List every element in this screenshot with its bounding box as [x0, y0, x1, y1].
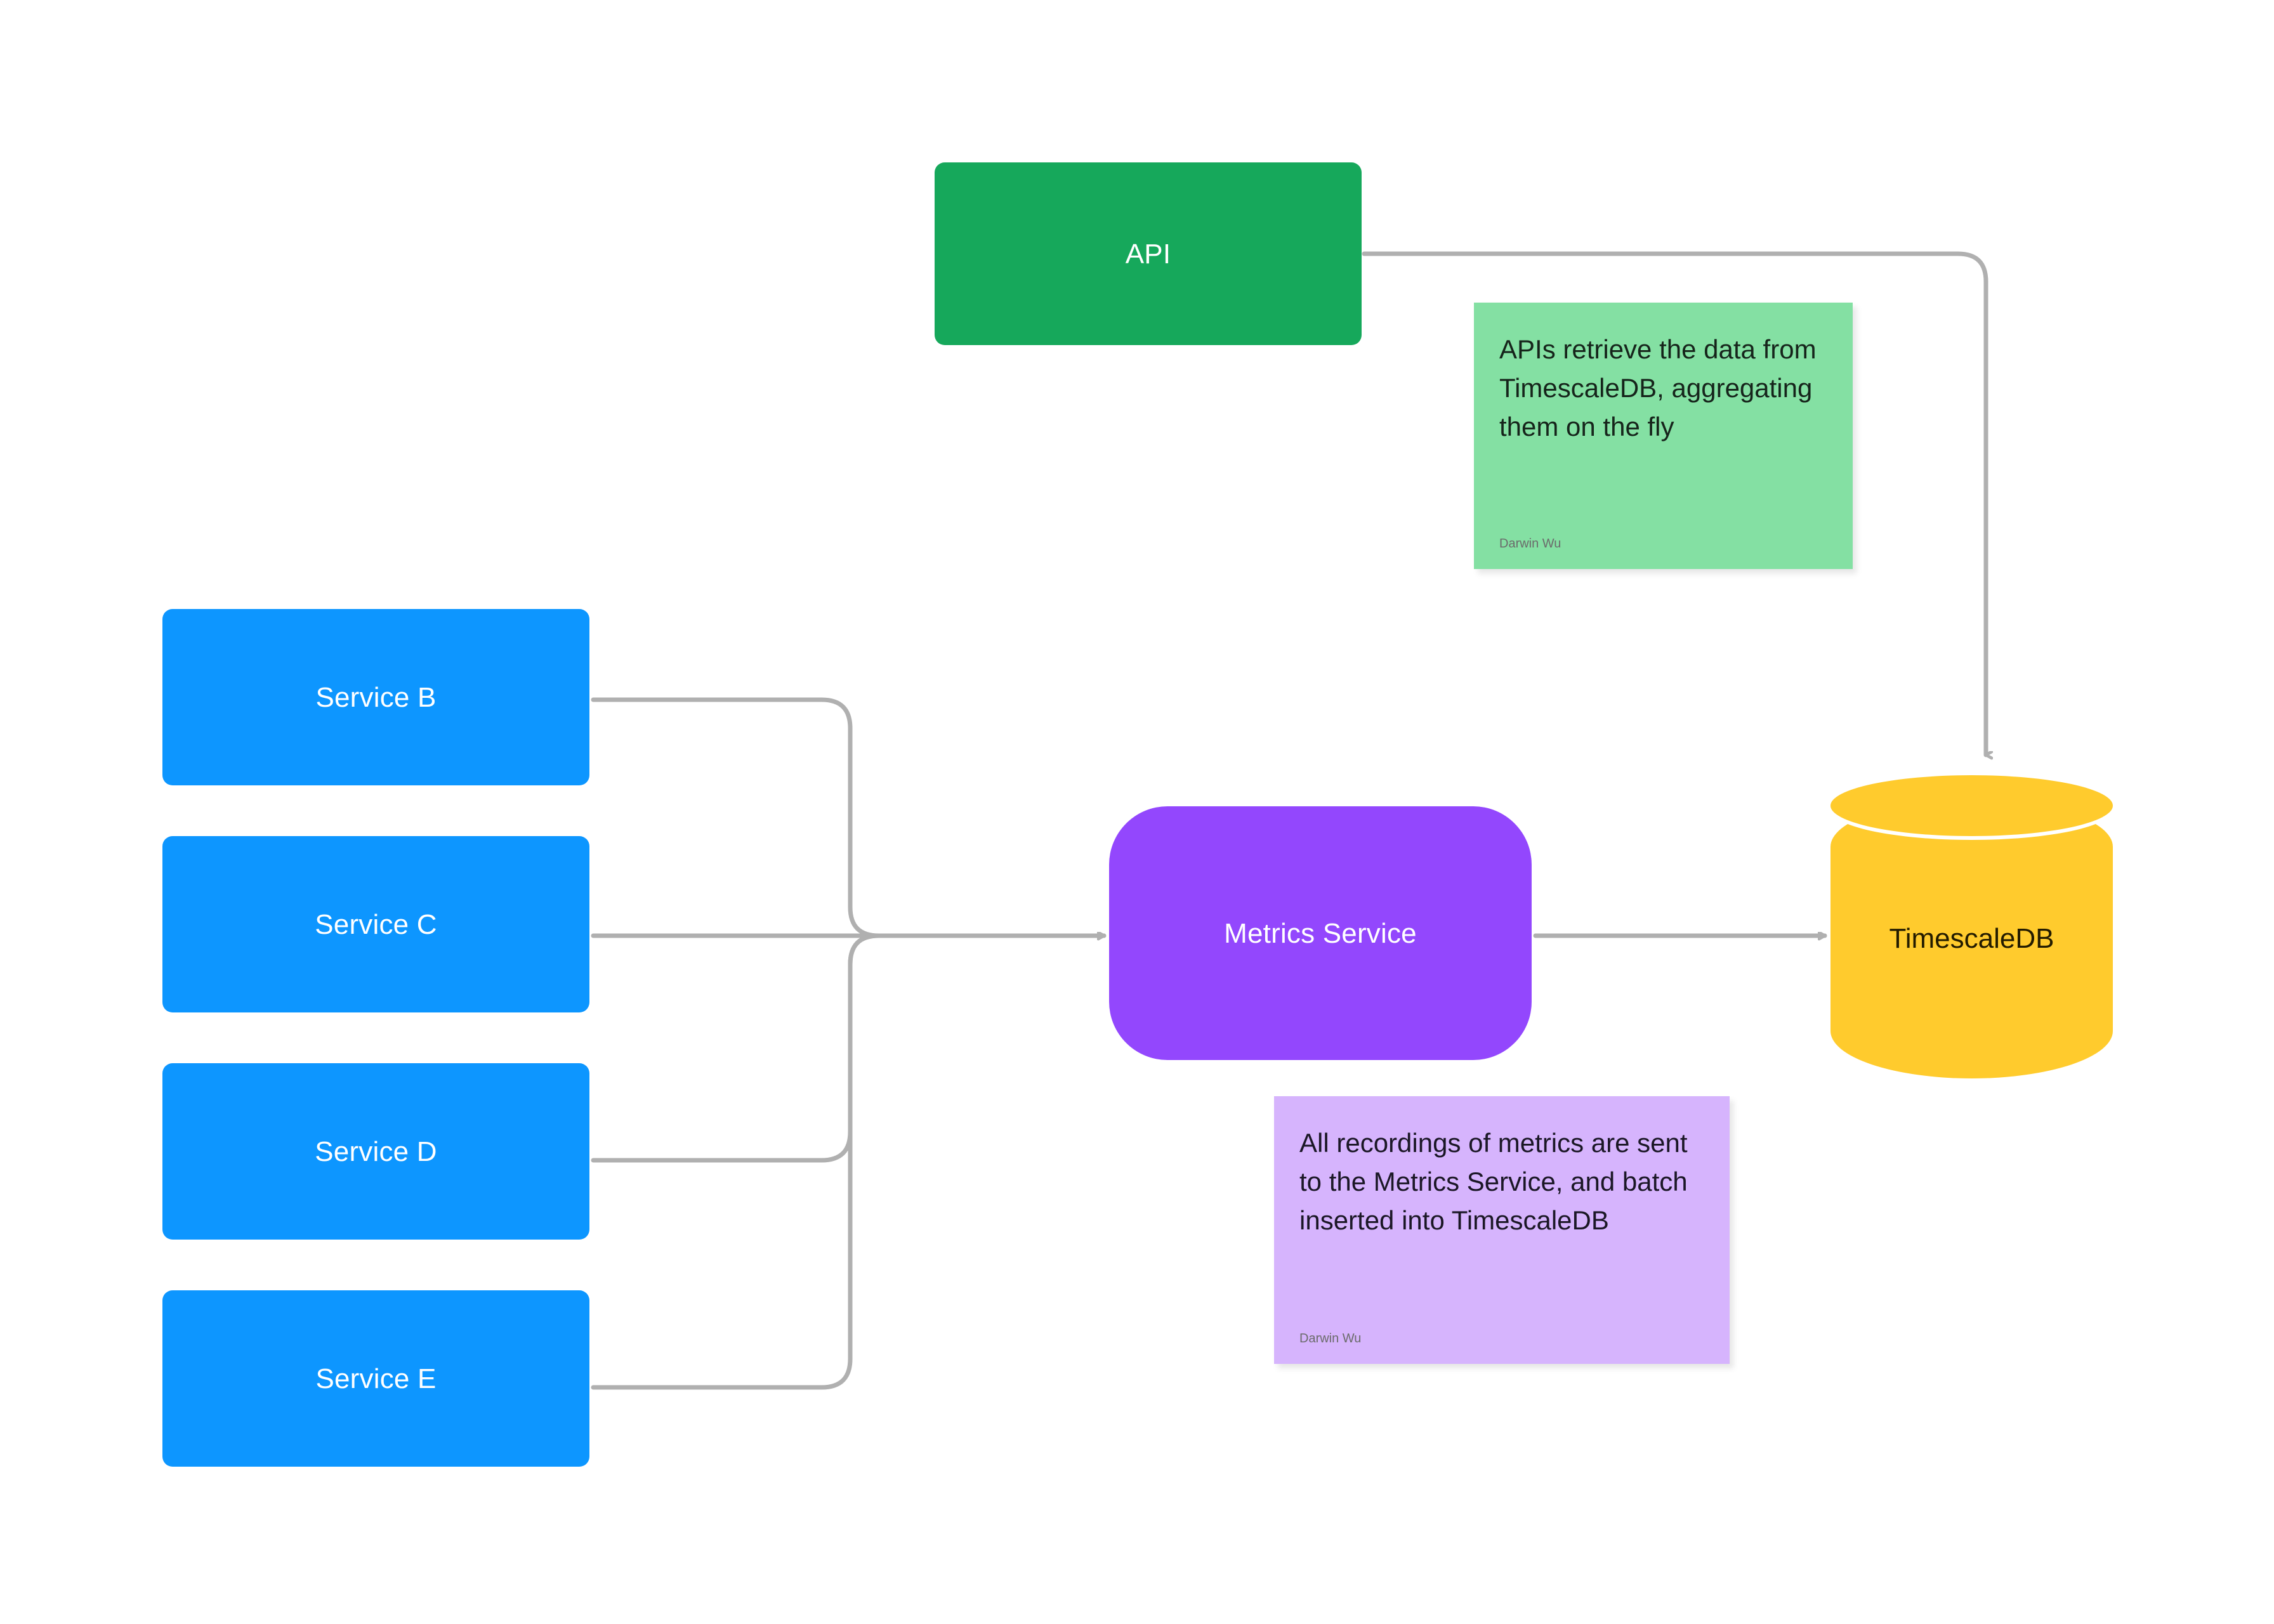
node-metrics-service[interactable]: Metrics Service — [1109, 806, 1532, 1060]
node-api[interactable]: API — [935, 162, 1362, 345]
node-service-b[interactable]: Service B — [162, 609, 589, 785]
database-cylinder-top — [1830, 775, 2113, 836]
sticky-note-purple[interactable]: All recordings of metrics are sent to th… — [1274, 1096, 1730, 1364]
node-service-d-label: Service D — [315, 1136, 437, 1167]
edge-service-b-to-metrics — [591, 697, 881, 938]
sticky-note-purple-text: All recordings of metrics are sent to th… — [1299, 1128, 1688, 1235]
node-database-label: TimescaleDB — [1889, 923, 2054, 954]
node-service-d[interactable]: Service D — [162, 1063, 589, 1240]
sticky-note-green[interactable]: APIs retrieve the data from TimescaleDB,… — [1474, 303, 1853, 569]
node-service-e-label: Service E — [315, 1363, 437, 1394]
database-cylinder-body — [1830, 799, 2113, 1078]
node-service-b-label: Service B — [315, 681, 437, 713]
node-service-c-label: Service C — [315, 908, 437, 940]
sticky-note-green-text: APIs retrieve the data from TimescaleDB,… — [1499, 334, 1817, 442]
edge-service-d-to-metrics — [591, 933, 881, 1163]
node-service-c[interactable]: Service C — [162, 836, 589, 1012]
node-database[interactable]: TimescaleDB — [1830, 775, 2113, 1103]
sticky-note-green-author: Darwin Wu — [1499, 537, 1561, 551]
node-metrics-service-label: Metrics Service — [1224, 917, 1417, 949]
sticky-note-purple-author: Darwin Wu — [1299, 1332, 1362, 1346]
node-api-label: API — [1125, 238, 1171, 270]
node-service-e[interactable]: Service E — [162, 1290, 589, 1467]
edge-service-e-to-metrics — [591, 933, 881, 1390]
